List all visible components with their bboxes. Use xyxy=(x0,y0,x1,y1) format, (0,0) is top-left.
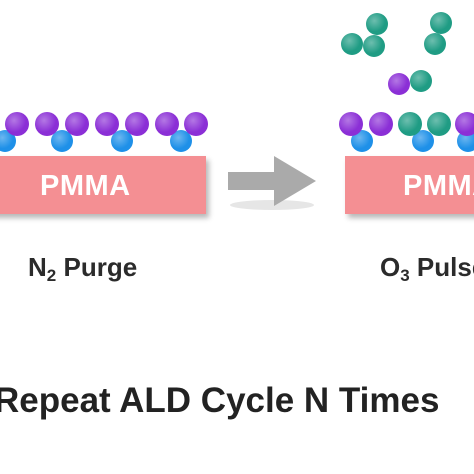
ozone-teal-molecule xyxy=(410,70,432,92)
ozone-teal-molecule xyxy=(363,35,385,57)
step-label-n2-main: N xyxy=(28,252,47,282)
step-label-o3-subscript: 3 xyxy=(400,266,410,285)
ozone-teal-molecule xyxy=(341,33,363,55)
surface-blue-molecule xyxy=(51,130,73,152)
cycle-caption: Repeat ALD Cycle N Times xyxy=(0,381,440,420)
pmma-label-right: PMMA xyxy=(403,170,474,202)
step-label-n2-purge: N2 Purge xyxy=(28,252,137,286)
ozone-teal-molecule xyxy=(427,112,451,136)
step-label-o3-main: O xyxy=(380,252,401,282)
precursor-purple-molecule xyxy=(339,112,363,136)
step-label-n2-subscript: 2 xyxy=(46,266,57,285)
pmma-label-left: PMMA xyxy=(40,170,131,202)
step-label-o3-rest: Pulse xyxy=(416,252,474,282)
precursor-purple-molecule xyxy=(369,112,393,136)
step-label-n2-rest: Purge xyxy=(56,252,138,282)
surface-blue-molecule xyxy=(412,130,434,152)
precursor-purple-molecule xyxy=(5,112,29,136)
precursor-purple-molecule xyxy=(455,112,474,136)
surface-blue-molecule xyxy=(0,130,16,152)
surface-blue-molecule xyxy=(351,130,373,152)
ozone-teal-molecule xyxy=(430,12,452,34)
pmma-substrate-left: PMMA xyxy=(0,156,206,214)
precursor-purple-molecule xyxy=(155,112,179,136)
surface-blue-molecule xyxy=(111,130,133,152)
precursor-purple-molecule xyxy=(388,73,410,95)
surface-blue-molecule xyxy=(170,130,192,152)
ozone-teal-molecule xyxy=(366,13,388,35)
precursor-purple-molecule xyxy=(35,112,59,136)
precursor-purple-molecule xyxy=(125,112,149,136)
precursor-purple-molecule xyxy=(184,112,208,136)
right-arrow-icon xyxy=(228,156,316,210)
step-label-o3-pulse: O3 Pulse xyxy=(380,252,474,286)
precursor-purple-molecule xyxy=(95,112,119,136)
ozone-teal-molecule xyxy=(398,112,422,136)
ozone-teal-molecule xyxy=(424,33,446,55)
precursor-purple-molecule xyxy=(65,112,89,136)
pmma-substrate-right: PMMA xyxy=(345,156,474,214)
